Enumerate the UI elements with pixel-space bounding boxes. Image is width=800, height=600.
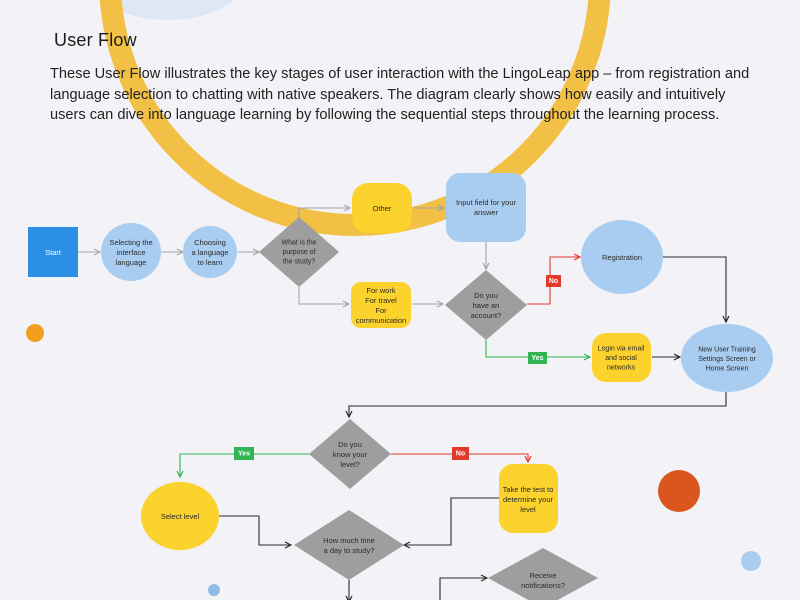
intro-paragraph: These User Flow illustrates the key stag… xyxy=(50,66,750,123)
edge-select-to-time xyxy=(219,515,291,545)
page-title: User Flow xyxy=(54,30,137,50)
node-other-label: Other xyxy=(373,204,392,213)
connectors xyxy=(78,208,726,600)
tag-no-level: No xyxy=(452,447,469,460)
node-select-level-label: Select level xyxy=(161,512,200,521)
light-blue-dot xyxy=(741,551,761,571)
tag-no-registration: No xyxy=(546,275,561,287)
tag-yes-login: Yes xyxy=(528,352,547,364)
edge-know-yes-to-select xyxy=(180,453,311,477)
tag-yes-login-label: Yes xyxy=(531,355,543,362)
node-registration: Registration xyxy=(581,220,663,294)
node-start: Start xyxy=(28,227,78,277)
edge-to-notifications xyxy=(439,578,487,600)
node-start-label: Start xyxy=(45,248,62,257)
edge-purpose-to-other xyxy=(298,208,350,217)
tag-no-registration-label: No xyxy=(549,278,558,285)
orange-dot xyxy=(26,324,44,342)
tag-no-level-label: No xyxy=(456,450,465,457)
tag-yes-level: Yes xyxy=(234,447,254,460)
small-blue-dot xyxy=(208,584,220,596)
node-other: Other xyxy=(352,183,412,233)
node-select-level: Select level xyxy=(141,482,219,550)
edge-purpose-to-work xyxy=(298,287,349,304)
tag-yes-level-label: Yes xyxy=(238,450,250,457)
edge-know-no-to-test xyxy=(391,453,528,462)
red-orange-dot xyxy=(658,470,700,512)
edge-registration-to-training xyxy=(663,256,726,322)
edge-account-yes-to-login xyxy=(485,340,590,357)
edge-training-to-know-level xyxy=(349,392,727,417)
edge-test-to-time xyxy=(404,497,499,545)
node-registration-label: Registration xyxy=(602,253,642,262)
